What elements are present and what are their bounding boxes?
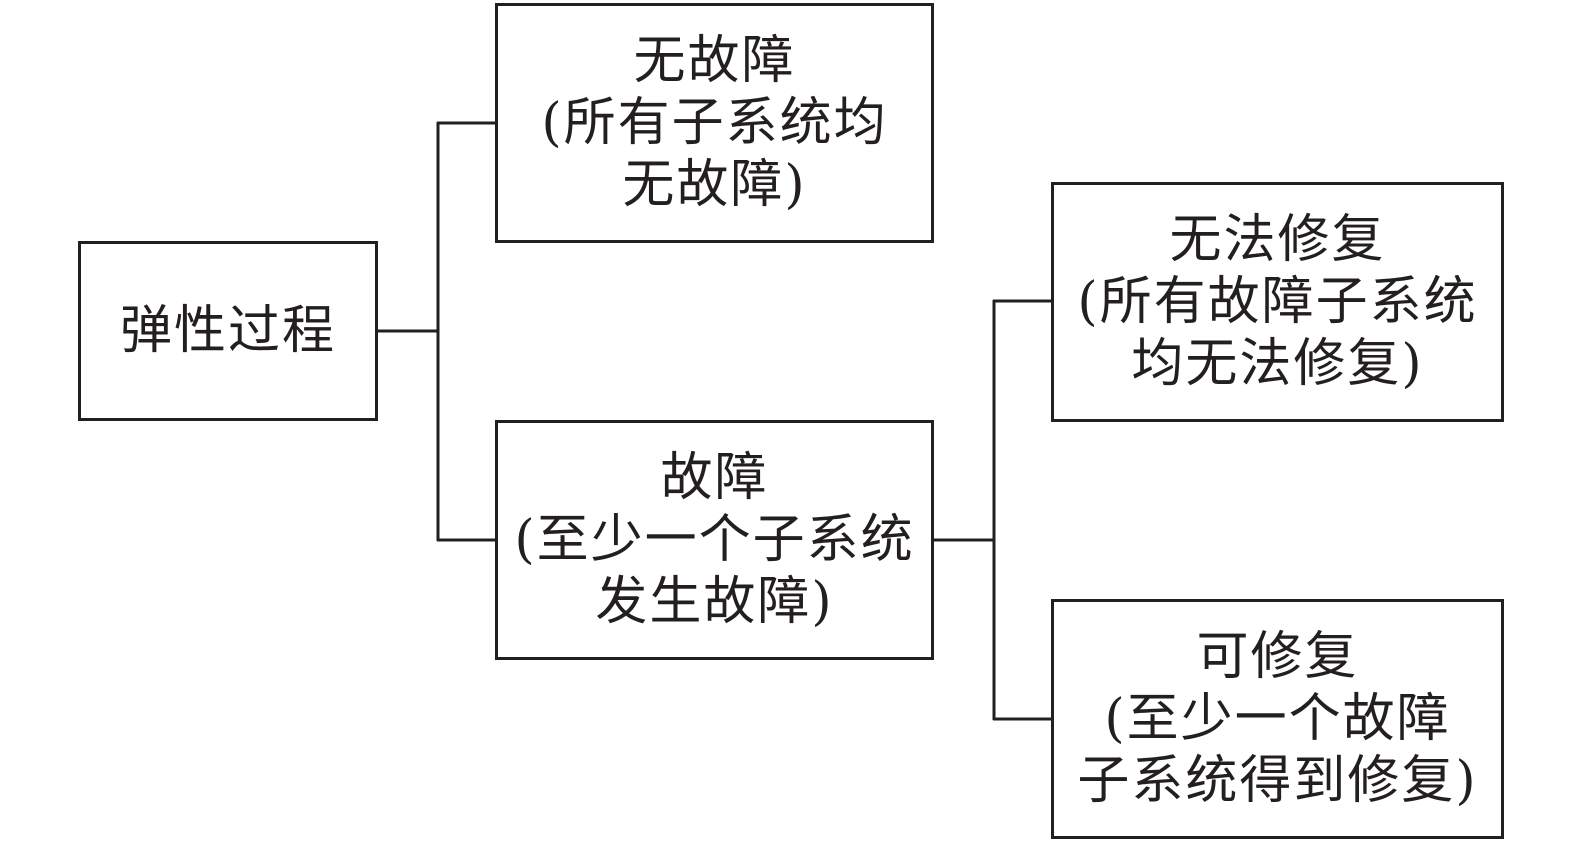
node-label-line-1: 可修复 [1196,627,1359,687]
node-label-line-2: (所有故障子系统 [1077,272,1478,332]
node-label-line-1: 故障 [660,448,769,508]
node-label-line-2: (至少一个故障 [1104,689,1451,749]
node-repairable: 可修复 (至少一个故障 子系统得到修复) [1051,599,1504,839]
node-label-line-1: 弹性过程 [119,301,336,361]
node-label-line-3: 无故障) [622,155,807,215]
node-no-fault: 无故障 (所有子系统均 无故障) [495,3,934,243]
node-fault: 故障 (至少一个子系统 发生故障) [495,420,934,660]
node-label-line-2: (所有子系统均 [541,93,888,153]
node-unrepairable: 无法修复 (所有故障子系统 均无法修复) [1051,182,1504,422]
node-label-line-3: 发生故障) [595,572,834,632]
node-label-line-1: 无故障 [633,31,796,91]
node-label-line-3: 子系统得到修复) [1077,751,1478,811]
node-label-line-2: (至少一个子系统 [514,510,915,570]
node-resilience-process: 弹性过程 [78,241,378,421]
node-label-line-1: 无法修复 [1169,210,1386,270]
node-label-line-3: 均无法修复) [1131,334,1424,394]
